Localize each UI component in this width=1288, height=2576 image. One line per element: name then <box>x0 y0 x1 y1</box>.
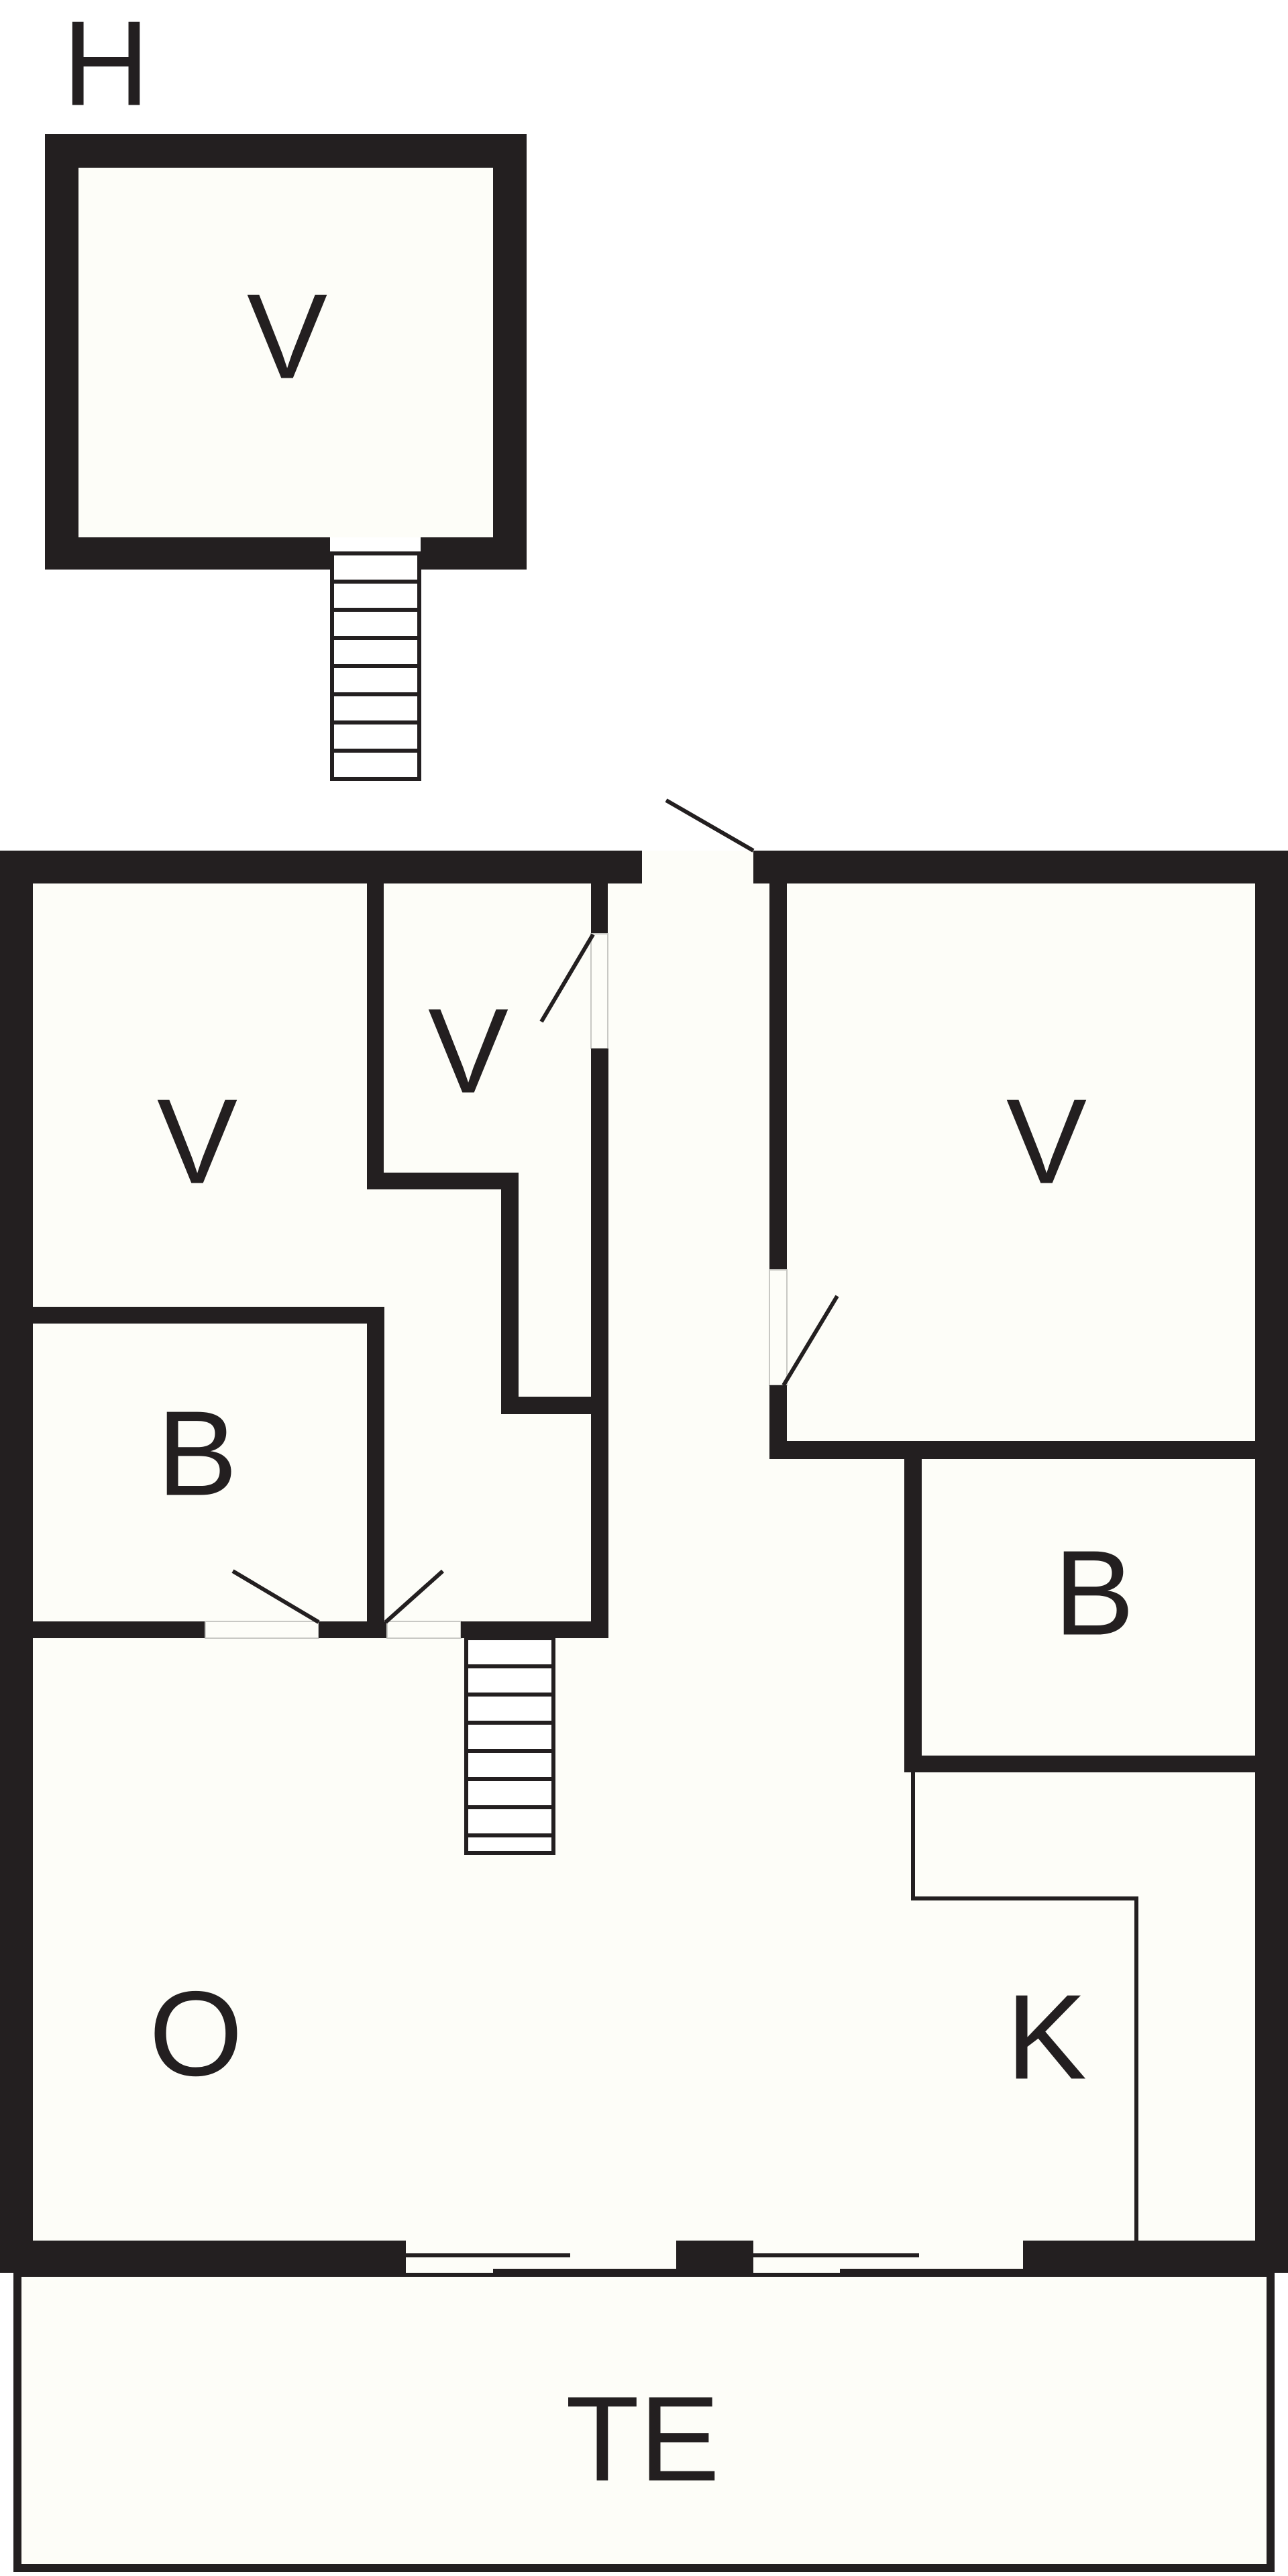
hall-closet-door[interactable] <box>384 1569 444 1624</box>
room-label-kitchen: K <box>1006 1970 1087 2105</box>
loft-floor <box>78 168 493 537</box>
main-floor <box>0 798 1288 2572</box>
entrance-threshold <box>642 851 753 883</box>
wall <box>319 1621 387 1638</box>
terrace-outline <box>13 2269 1275 2572</box>
room-label-living-room: O <box>149 1967 243 2102</box>
door-frame <box>590 933 608 1049</box>
room-label-left-bedroom: V <box>157 1075 237 1210</box>
wall <box>753 851 1288 883</box>
wall <box>0 2241 406 2273</box>
small-bedroom-door[interactable] <box>539 933 595 1023</box>
wall <box>45 134 527 168</box>
wall <box>493 134 527 570</box>
door-frame <box>769 1269 788 1386</box>
main-stairs <box>464 1636 555 1855</box>
wall <box>591 883 608 934</box>
wall <box>1023 2241 1288 2273</box>
wall <box>421 537 527 570</box>
room-label-right-bathroom: B <box>1054 1526 1134 1661</box>
wall <box>461 1621 608 1638</box>
wall <box>45 134 78 570</box>
door-frame <box>386 1621 462 1639</box>
wall <box>33 1621 205 1638</box>
wall <box>769 883 787 1270</box>
main-floor-area <box>33 883 1255 2241</box>
floor-label: H <box>62 0 150 131</box>
wall <box>904 1756 1255 1772</box>
room-label-terrace: TE <box>566 2372 720 2507</box>
wall <box>769 1441 1255 1459</box>
left-bathroom-door[interactable] <box>231 1569 320 1624</box>
right-bedroom-door[interactable] <box>782 1295 839 1387</box>
room-label-right-bedroom: V <box>1006 1075 1087 1210</box>
room-label-left-bathroom: B <box>157 1387 237 1521</box>
wall <box>676 2241 753 2273</box>
wall <box>501 1397 608 1414</box>
wall <box>33 1307 384 1324</box>
wall <box>591 1049 608 1638</box>
wall <box>904 1441 922 1772</box>
door-frame <box>205 1621 319 1639</box>
room-label-loft: V <box>247 270 327 405</box>
wall <box>367 883 384 1189</box>
loft-stairs <box>330 551 421 781</box>
wall <box>0 851 642 883</box>
upper-floor <box>45 134 527 781</box>
wall <box>1255 851 1288 2273</box>
wall <box>501 1173 519 1414</box>
wall <box>367 1173 519 1189</box>
wall <box>367 1307 384 1638</box>
room-label-small-bedroom: V <box>428 984 508 1119</box>
kitchen-counter <box>911 1772 1138 2241</box>
wall <box>45 537 330 570</box>
entrance-door[interactable] <box>665 798 755 853</box>
wall <box>0 851 33 2273</box>
